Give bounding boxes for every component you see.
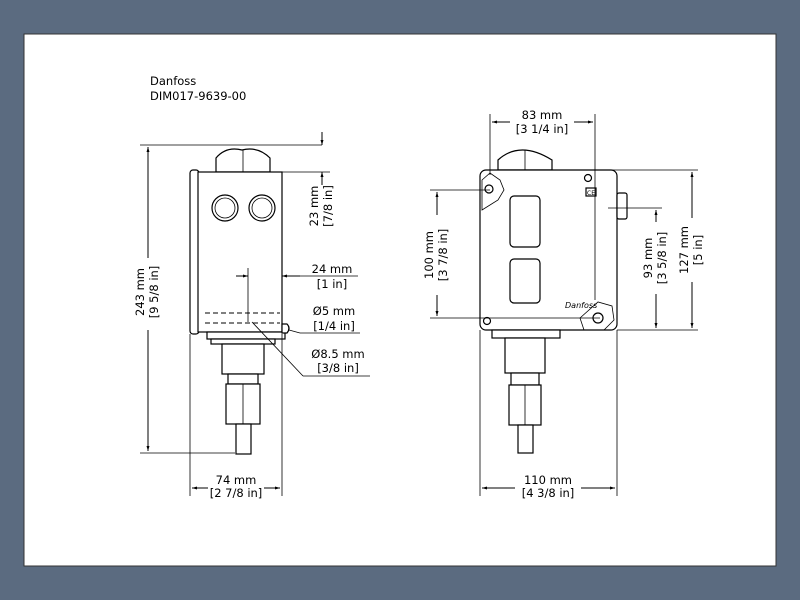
dim-243-in: [9 5/8 in] (147, 266, 161, 319)
dim-23-mm: 23 mm (307, 186, 321, 227)
dim-24-mm: 24 mm (312, 262, 353, 276)
dim-5-mm: Ø5 mm (313, 304, 355, 318)
dim-24-in: [1 in] (317, 277, 347, 291)
ce-mark: CE (587, 190, 595, 197)
dim-93-in: [3 5/8 in] (655, 232, 669, 285)
dim-110-in: [4 3/8 in] (522, 486, 575, 500)
dim-100-in: [3 7/8 in] (436, 229, 450, 282)
front-view-device: CE Danfoss (479, 149, 628, 454)
drawing-id: DIM017-9639-00 (150, 89, 246, 103)
dim-8-5-mm: Ø8.5 mm (311, 347, 364, 361)
dim-110-mm: 110 mm (524, 473, 572, 487)
danfoss-logo: Danfoss (565, 301, 597, 310)
dim-74-in: [2 7/8 in] (210, 486, 263, 500)
dim-83-in: [3 1/4 in] (516, 122, 569, 136)
dim-100-mm: 100 mm (422, 231, 436, 279)
dim-83-mm: 83 mm (522, 108, 563, 122)
dim-93-mm: 93 mm (641, 238, 655, 279)
side-view-device (189, 148, 286, 455)
dim-127-in: [5 in] (691, 235, 705, 265)
dim-127-mm: 127 mm (677, 226, 691, 274)
dim-8-5-in: [3/8 in] (317, 361, 359, 375)
dim-23-in: [7/8 in] (321, 185, 335, 227)
dim-74-mm: 74 mm (216, 473, 257, 487)
brand-label: Danfoss (150, 74, 196, 88)
dim-243-mm: 243 mm (133, 268, 147, 316)
dim-5-in: [1/4 in] (313, 319, 355, 333)
